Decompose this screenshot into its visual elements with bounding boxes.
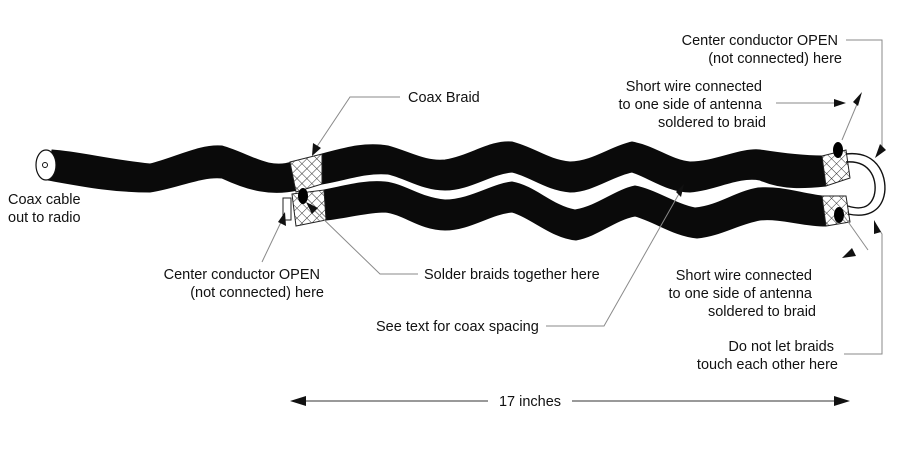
- short-wire-bottom-label: Short wire connected to one side of ante…: [668, 268, 816, 320]
- leader-solder-braids: [306, 202, 418, 275]
- leader-center-open-left: [261, 212, 286, 263]
- leader-short-wire-top: [776, 92, 862, 141]
- coax-braid-label: Coax Braid: [408, 90, 480, 106]
- coax-out-label: Coax cable out to radio: [8, 192, 85, 226]
- leader-center-open-right: [846, 39, 886, 158]
- center-open-left-label: Center conductor OPEN (not connected) he…: [164, 267, 324, 301]
- center-conductor-end: [42, 162, 48, 168]
- solder-joint-bottom: [834, 207, 844, 223]
- short-wire-top-label: Short wire connected to one side of ante…: [618, 79, 766, 131]
- solder-braids-label: Solder braids together here: [424, 267, 600, 283]
- leader-no-touch: [844, 220, 883, 355]
- coax-spacing-label: See text for coax spacing: [376, 319, 539, 335]
- solder-joint-top: [833, 142, 843, 158]
- center-conductor-stub: [282, 197, 292, 221]
- leader-coax-braid: [312, 96, 400, 156]
- no-touch-label: Do not let braids touch each other here: [697, 339, 838, 373]
- solder-joint-left: [298, 188, 308, 204]
- feed-coax-cable: [35, 145, 299, 193]
- leader-short-wire-bottom: [842, 215, 869, 258]
- leader-coax-spacing: [546, 184, 684, 327]
- braid-left-upper: [289, 153, 323, 193]
- length-dimension: [290, 396, 850, 406]
- open-end-loop: [845, 153, 886, 216]
- center-open-right-label: Center conductor OPEN (not connected) he…: [682, 33, 842, 67]
- length-label: 17 inches: [499, 394, 561, 410]
